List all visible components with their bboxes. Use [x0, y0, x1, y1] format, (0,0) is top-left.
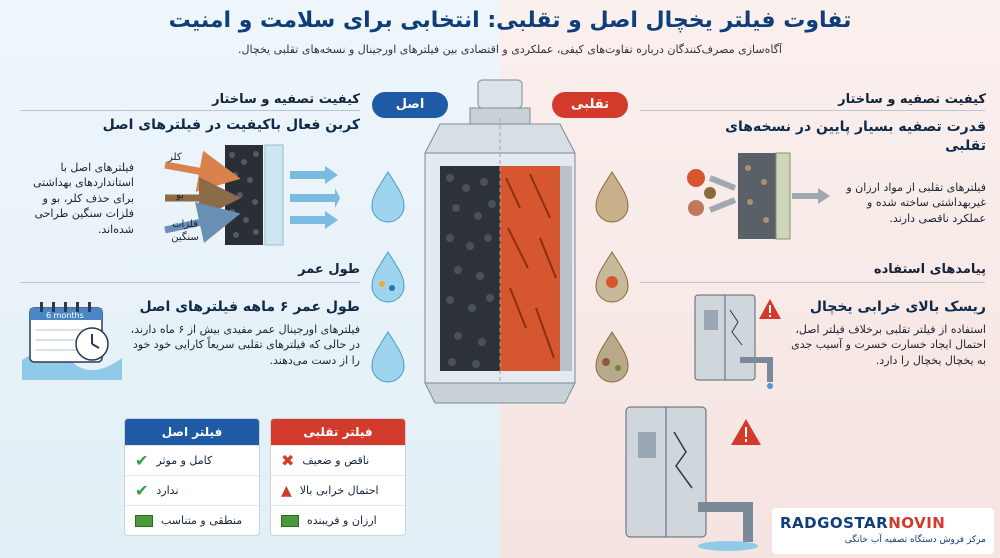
broken-fridge-small-icon: [694, 294, 773, 389]
calendar-icon: [22, 302, 122, 380]
brand-tagline: مرکز فروش دستگاه تصفیه آب خانگی: [844, 535, 986, 545]
original-row-text: ندارد: [156, 484, 179, 497]
fake-compare-row: ناقص و ضعیف ✖: [271, 445, 405, 475]
fake-compare-caption: فیلتر تقلبی: [271, 419, 405, 445]
original-row-text: منطقی و متناسب: [161, 514, 243, 527]
check-icon: ✔: [135, 451, 149, 470]
original-row-text: کامل و موثر: [156, 454, 213, 467]
label-chlorine: کلر: [168, 152, 182, 163]
brand-logo[interactable]: RADGOSTARNOVIN مرکز فروش دستگاه تصفیه آب…: [772, 508, 994, 554]
carbon-heading: کربن فعال باکیفیت در فیلترهای اصل: [102, 117, 360, 133]
page-subtitle: آگاه‌سازی مصرف‌کنندگان درباره تفاوت‌های …: [238, 43, 782, 56]
cross-icon: ✖: [281, 451, 295, 470]
lifetime-title: طول عمر ۶ ماهه فیلترهای اصل: [139, 299, 360, 315]
left-quality-heading: کیفیت تصفیه و ساختار: [212, 92, 360, 107]
money-icon: [135, 514, 153, 527]
right-quality-heading: کیفیت تصفیه و ساختار: [838, 92, 986, 107]
lifetime-heading: طول عمر: [298, 262, 360, 277]
warning-icon-large: [731, 419, 761, 445]
carbon-text: فیلترهای اصل با استانداردهای بهداشتی برا…: [33, 161, 134, 236]
risk-title: ریسک بالای خرابی یخچال: [809, 299, 986, 315]
dirty-water-drops: [595, 171, 629, 383]
fake-pill: تقلبی: [552, 92, 628, 118]
risk-text: استفاده از فیلتر تقلبی برخلاف فیلتر اصل،…: [791, 323, 986, 367]
brand-name: RADGOSTARNOVIN: [780, 514, 945, 532]
money-icon: [281, 514, 299, 527]
brand-name-part-b: NOVIN: [888, 514, 946, 532]
fake-compare-row: احتمال خرابی بالا ▲: [271, 475, 405, 505]
warning-icon-small: [759, 299, 781, 319]
label-heavy-metals: فلزات سنگین: [171, 219, 199, 243]
fake-filter-diagram: [687, 152, 830, 240]
calendar-label: 6 months: [46, 311, 84, 320]
original-compare-caption: فیلتر اصل: [125, 419, 259, 445]
warning-icon: ▲: [281, 482, 292, 499]
page-title: تفاوت فیلتر یخچال اصل و تقلبی: انتخابی ب…: [168, 8, 852, 33]
original-compare-table: فیلتر اصل کامل و موثر ✔ ندارد ✔ منطقی و …: [124, 418, 260, 536]
lifetime-divider: [20, 282, 360, 283]
left-quality-divider: [20, 110, 360, 111]
original-compare-row: ندارد ✔: [125, 475, 259, 505]
check-icon: ✔: [135, 481, 149, 500]
fake-compare-table: فیلتر تقلبی ناقص و ضعیف ✖ احتمال خرابی ب…: [270, 418, 406, 536]
fake-row-text: ارزان و فریبنده: [307, 514, 377, 527]
original-compare-row: کامل و موثر ✔: [125, 445, 259, 475]
fake-row-text: احتمال خرابی بالا: [299, 484, 379, 497]
consequence-heading: پیامدهای استفاده: [873, 262, 986, 277]
lifetime-text: فیلترهای اورجینال عمر مفیدی بیش از ۶ ماه…: [130, 323, 360, 367]
clean-water-drops: [371, 171, 405, 383]
low-filtration-text: فیلترهای تقلبی از مواد ارزان و غیربهداشت…: [846, 181, 986, 225]
consequence-divider: [640, 282, 985, 283]
low-filtration-heading: قدرت تصفیه بسیار پایین در نسخه‌های تقلبی: [725, 119, 986, 154]
fake-row-text: ناقص و ضعیف: [302, 454, 370, 467]
fake-compare-row: ارزان و فریبنده: [271, 505, 405, 535]
original-pill: اصل: [372, 92, 448, 118]
right-quality-divider: [640, 110, 985, 111]
broken-fridge-large-icon: [625, 406, 758, 551]
original-compare-row: منطقی و متناسب: [125, 505, 259, 535]
label-odor: بو: [176, 190, 184, 201]
carbon-filter-diagram: [164, 144, 340, 246]
brand-name-part-a: RADGOSTAR: [780, 514, 889, 532]
filter-cartridge-illustration: [424, 79, 576, 404]
